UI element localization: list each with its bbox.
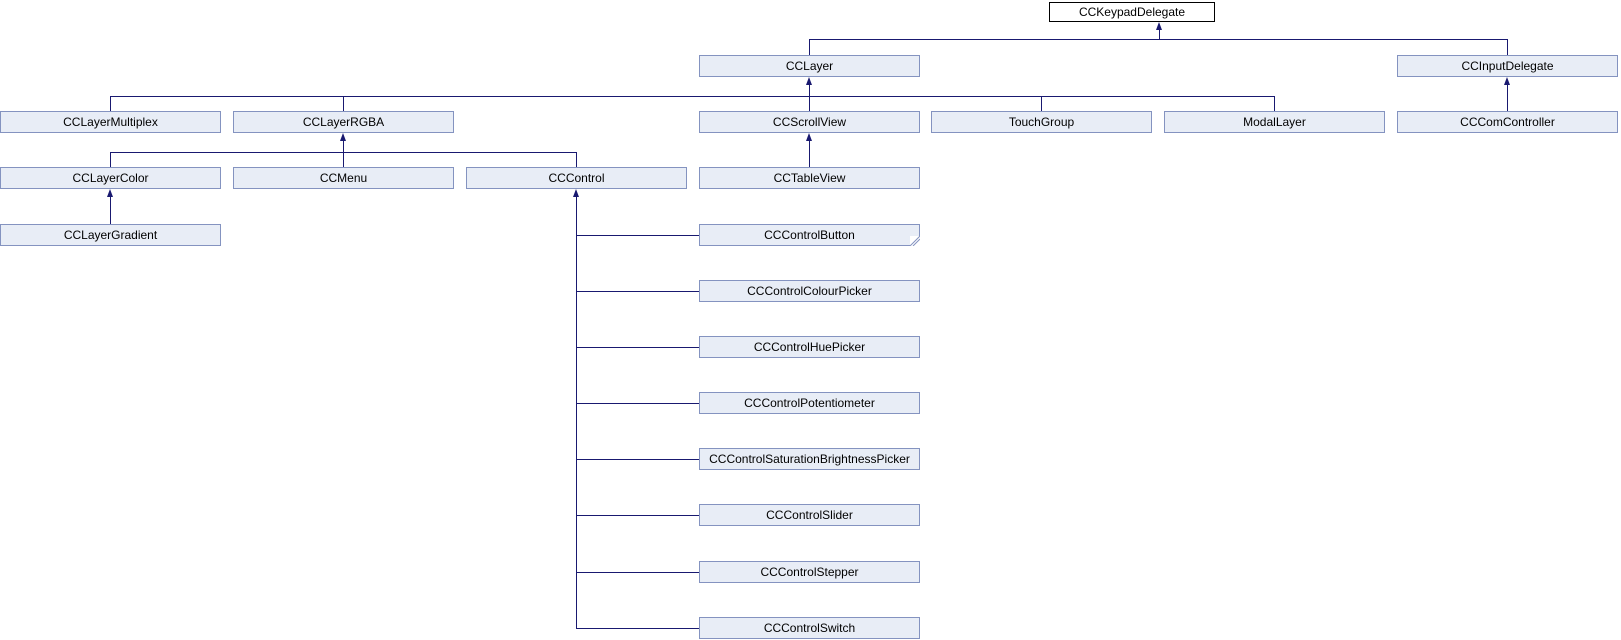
class-node-cccontrolbutton[interactable]: CCControlButton (699, 224, 920, 246)
class-label: CCControlSlider (766, 508, 853, 522)
inheritance-edge (1159, 27, 1160, 40)
inheritance-edge (1507, 39, 1508, 55)
inheritance-edge (343, 96, 344, 111)
inheritance-edge (576, 515, 699, 516)
arrow-up-icon (805, 77, 812, 85)
inheritance-edge (576, 235, 699, 236)
inheritance-edge (110, 96, 111, 111)
class-label: CCLayerMultiplex (63, 115, 158, 129)
class-label: CCLayerRGBA (302, 115, 385, 129)
class-node-cccontrolsaturationbrightnesspicker[interactable]: CCControlSaturationBrightnessPicker (699, 448, 920, 470)
class-label: CCControlButton (764, 228, 855, 242)
class-node-cclayerrgba[interactable]: CCLayerRGBA (233, 111, 454, 133)
class-label: CCControlHuePicker (753, 340, 866, 354)
class-label: CCInputDelegate (1461, 59, 1554, 73)
class-node-cclayer[interactable]: CCLayer (699, 55, 920, 77)
class-node-cckeypaddelegate[interactable]: CCKeypadDelegate (1049, 2, 1215, 22)
class-node-ccscrollview[interactable]: CCScrollView (699, 111, 920, 133)
inheritance-edge (576, 403, 699, 404)
inheritance-edge (110, 194, 111, 224)
arrow-up-icon (1155, 22, 1162, 30)
class-label: CCControlColourPicker (747, 284, 872, 298)
class-node-cccontrolslider[interactable]: CCControlSlider (699, 504, 920, 526)
class-label: CCLayer (785, 59, 834, 73)
class-label: ModalLayer (1243, 115, 1306, 129)
inheritance-edge (110, 152, 577, 153)
class-label: CCLayerColor (72, 171, 149, 185)
inheritance-edge (110, 96, 1275, 97)
inheritance-edge (576, 152, 577, 167)
arrow-up-icon (572, 189, 579, 197)
inheritance-edge (576, 628, 699, 629)
inheritance-edge (809, 138, 810, 167)
class-node-cccontrolhuepicker[interactable]: CCControlHuePicker (699, 336, 920, 358)
class-label: CCKeypadDelegate (1078, 5, 1186, 19)
arrow-up-icon (1503, 77, 1510, 85)
class-node-ccmenu[interactable]: CCMenu (233, 167, 454, 189)
class-label: CCLayerGradient (63, 228, 158, 242)
class-label: CCControlStepper (760, 565, 859, 579)
class-label: CCControl (548, 171, 605, 185)
inheritance-edge (576, 291, 699, 292)
class-node-cccontrolpotentiometer[interactable]: CCControlPotentiometer (699, 392, 920, 414)
class-label: CCControlSwitch (763, 621, 856, 635)
class-label: CCTableView (773, 171, 846, 185)
class-label: CCMenu (319, 171, 368, 185)
class-node-touchgroup[interactable]: TouchGroup (931, 111, 1152, 133)
arrow-up-icon (339, 133, 346, 141)
class-node-cctableview[interactable]: CCTableView (699, 167, 920, 189)
class-label: CCScrollView (772, 115, 847, 129)
class-node-cccontrolcolourpicker[interactable]: CCControlColourPicker (699, 280, 920, 302)
class-node-cccomcontroller[interactable]: CCComController (1397, 111, 1618, 133)
class-node-cccontrolswitch[interactable]: CCControlSwitch (699, 617, 920, 639)
class-node-cclayergradient[interactable]: CCLayerGradient (0, 224, 221, 246)
inheritance-edge (576, 194, 577, 629)
inheritance-edge (1507, 82, 1508, 111)
inheritance-edge (576, 459, 699, 460)
arrow-up-icon (106, 189, 113, 197)
inheritance-edge (576, 347, 699, 348)
inheritance-edge (809, 39, 810, 55)
arrow-up-icon (805, 133, 812, 141)
inheritance-edge (576, 572, 699, 573)
inheritance-edge (809, 39, 1508, 40)
class-node-cclayercolor[interactable]: CCLayerColor (0, 167, 221, 189)
class-label: TouchGroup (1008, 115, 1075, 129)
class-node-cccontrolstepper[interactable]: CCControlStepper (699, 561, 920, 583)
class-label: CCControlPotentiometer (744, 396, 875, 410)
class-node-cclayermultiplex[interactable]: CCLayerMultiplex (0, 111, 221, 133)
class-label: CCComController (1460, 115, 1555, 129)
corner-notch-icon (910, 236, 920, 246)
class-node-cccontrol[interactable]: CCControl (466, 167, 687, 189)
inheritance-edge (110, 152, 111, 167)
class-node-modallayer[interactable]: ModalLayer (1164, 111, 1385, 133)
class-node-ccinputdelegate[interactable]: CCInputDelegate (1397, 55, 1618, 77)
inheritance-edge (1274, 96, 1275, 111)
class-label: CCControlSaturationBrightnessPicker (709, 452, 910, 466)
inheritance-edge (1041, 96, 1042, 111)
